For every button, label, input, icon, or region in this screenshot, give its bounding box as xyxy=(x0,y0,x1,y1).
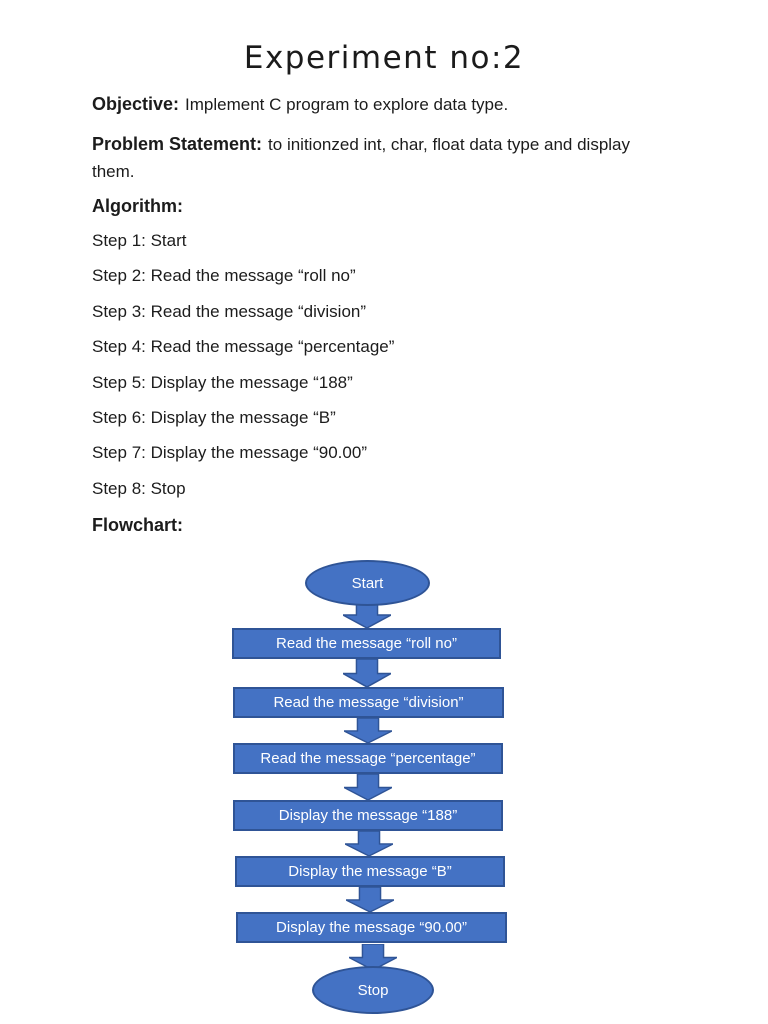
flowchart-heading: Flowchart: xyxy=(92,515,184,535)
algorithm-step-1: Step 1: Start xyxy=(92,231,187,250)
algorithm-step-5: Step 5: Display the message “188” xyxy=(92,372,353,392)
problem-statement-paragraph: Problem Statement:to initionzed int, cha… xyxy=(92,131,657,185)
arrow-down-icon xyxy=(344,718,392,743)
objective-label: Objective: xyxy=(92,94,180,114)
flowchart-node-read-percentage: Read the message “percentage” xyxy=(233,743,503,774)
objective-paragraph: Objective: Implement C program to explore… xyxy=(92,93,692,116)
algorithm-step-7: Step 7: Display the message “90.00” xyxy=(92,443,367,463)
flowchart-start-node: Start xyxy=(305,560,430,606)
algorithm-step-2: Step 2: Read the message “roll no” xyxy=(92,266,356,286)
flowchart-node-read-division: Read the message “division” xyxy=(233,687,504,718)
problem-statement-text: to initionzed int, char, float data type… xyxy=(92,135,631,181)
algorithm-step-6: Step 6: Display the message “B” xyxy=(92,407,336,427)
flowchart-diagram: Start Read the message “roll no” Read th… xyxy=(0,555,768,1024)
algorithm-step-8: Step 8: Stop xyxy=(92,478,186,498)
flowchart-node-display-188: Display the message “188” xyxy=(233,800,503,831)
objective-text: Implement C program to explore data type… xyxy=(185,95,509,114)
arrow-down-icon xyxy=(346,887,394,912)
flowchart-stop-node: Stop xyxy=(312,966,434,1014)
arrow-down-icon xyxy=(345,831,393,856)
arrow-down-icon xyxy=(343,659,391,687)
flowchart-node-display-9000: Display the message “90.00” xyxy=(236,912,507,943)
algorithm-step-3: Step 3: Read the message “division” xyxy=(92,301,367,321)
problem-statement-label: Problem Statement: xyxy=(92,134,263,154)
arrow-down-icon xyxy=(344,774,392,800)
algorithm-steps: Step 1: Start Step 2: Read the message “… xyxy=(92,232,394,515)
arrow-down-icon xyxy=(349,944,397,970)
flowchart-node-read-rollno: Read the message “roll no” xyxy=(232,628,501,659)
algorithm-heading: Algorithm: xyxy=(92,196,183,216)
flowchart-node-display-b: Display the message “B” xyxy=(235,856,505,887)
algorithm-step-4: Step 4: Read the message “percentage” xyxy=(92,337,395,357)
page-title: Experiment no:2 xyxy=(243,40,525,76)
